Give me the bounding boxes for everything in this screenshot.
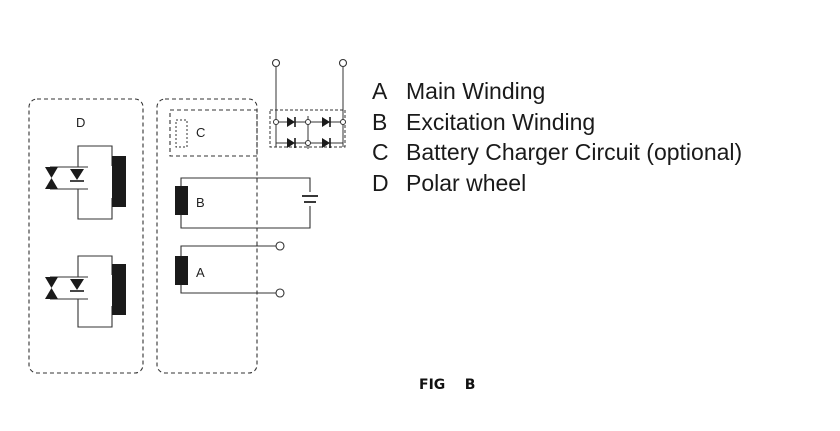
rotor-circuit-upper [50,145,113,220]
main-winding [175,256,188,285]
legend-text: Excitation Winding [406,108,596,135]
excitation-winding [175,186,188,215]
excitation-circuit [180,177,311,229]
capacitor-icon [302,195,318,203]
legend-text: Polar wheel [406,169,527,196]
legend: A Main Winding B Excitation Winding C Batte… [372,76,742,198]
polar-wheel-box-label: D [76,115,85,130]
charger-bridge-box [269,109,346,148]
legend-key: D [372,169,389,196]
charger-inner-box [175,119,188,148]
legend-text: Main Winding [406,78,546,104]
charger-terminal-icon [271,58,281,68]
legend-item-a: A Main Winding [372,76,742,107]
legend-item-c: C Battery Charger Circuit (optional) [372,137,742,168]
diode-icon [321,116,331,128]
legend-key: A [372,78,388,104]
main-box-label: A [196,265,205,280]
polar-wheel-box [28,98,144,374]
figure-caption: FIG B [419,377,476,393]
charger-node-icons [273,119,346,146]
charger-bridge-wires [275,67,344,149]
legend-item-b: B Excitation Winding [372,107,742,138]
main-winding-circuit [180,245,276,294]
legend-text: Battery Charger Circuit (optional) [406,139,743,165]
charger-box-label: C [196,125,205,140]
charger-box [169,109,258,157]
stator-box [156,98,258,374]
rotor-winding-lower [112,264,126,315]
legend-item-d: D Polar wheel [372,168,742,199]
output-terminal-icon [275,288,285,298]
legend-key: B [372,108,388,135]
charger-terminal-icon [338,58,348,68]
rotor-winding-upper [112,156,126,207]
rectifier-upper [45,167,84,189]
excitation-box-label: B [196,195,205,210]
diode-icon [286,116,296,128]
output-terminal-icon [275,241,285,251]
legend-key: C [372,139,389,165]
rectifier-lower [45,277,84,299]
